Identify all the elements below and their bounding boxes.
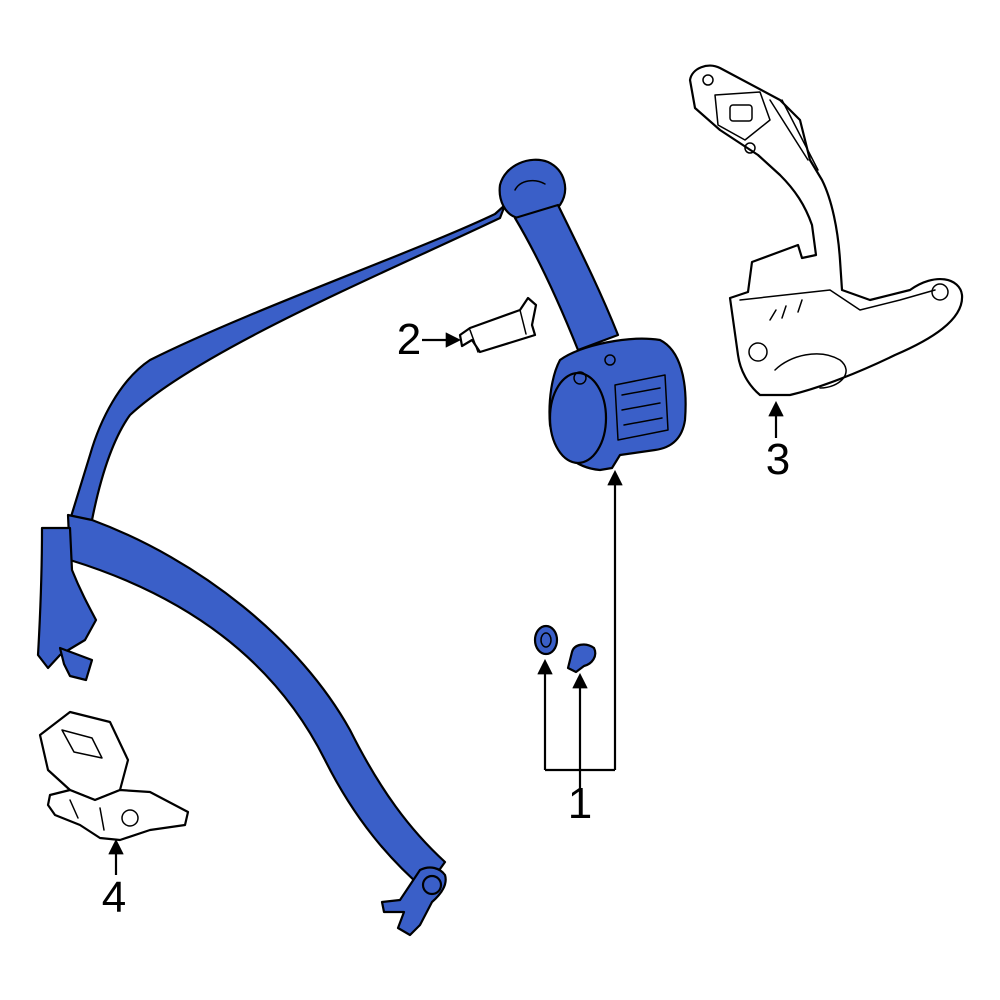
bracket-rib-lines: [769, 99, 819, 171]
bracket-hole-base: [748, 342, 768, 362]
retractor-nut: [533, 624, 559, 656]
bracket-small-slots: [769, 299, 803, 321]
retractor-assembly: [498, 158, 687, 472]
part-4-buckle: [38, 710, 190, 842]
buckle-bolt-hole: [121, 809, 139, 827]
buckle-head: [38, 710, 130, 802]
nut-hole: [540, 632, 552, 648]
bracket-slot: [729, 104, 753, 122]
callout-2: 2: [397, 315, 421, 364]
retractor-frame: [614, 374, 669, 441]
callout-1: 1: [568, 779, 592, 828]
bracket-plate-panel: [714, 91, 771, 141]
buckle-release-button: [61, 729, 103, 759]
bracket-base-edge: [739, 289, 936, 311]
belt-tongue-plate: [36, 526, 98, 670]
callout-4: 4: [102, 873, 126, 922]
anchor-bolt: [421, 874, 443, 896]
retractor-ribs: [621, 387, 663, 426]
retractor-spool-cover: [548, 371, 608, 465]
retractor-bolt: [566, 643, 597, 674]
buckle-plate-edges: [69, 799, 105, 831]
upper-belt-strap: [68, 203, 507, 522]
trim-cover-body: [458, 296, 538, 354]
trim-cover-edges: [469, 309, 527, 353]
retractor-hardware: [533, 624, 597, 674]
callout-3: 3: [766, 435, 790, 484]
guide-loop-detail: [514, 179, 546, 191]
bracket-hole-mid: [744, 142, 756, 154]
retractor-strap: [513, 203, 620, 352]
leader-lines: [108, 332, 784, 875]
bracket-base-curve: [774, 353, 847, 389]
seat-belt-webbing: [36, 203, 507, 937]
tongue-latch: [58, 646, 94, 682]
retractor-screw-2: [604, 354, 616, 366]
buckle-mount-plate: [46, 788, 190, 842]
bracket-hole-upper: [702, 74, 714, 86]
retractor-screw-1: [573, 371, 587, 385]
bracket-upper-plate: [688, 64, 964, 397]
part-2-trim-cover: [458, 296, 538, 354]
part-3-bracket: [688, 64, 964, 397]
bracket-hole-right: [931, 283, 949, 301]
shoulder-guide-loop: [498, 158, 567, 221]
